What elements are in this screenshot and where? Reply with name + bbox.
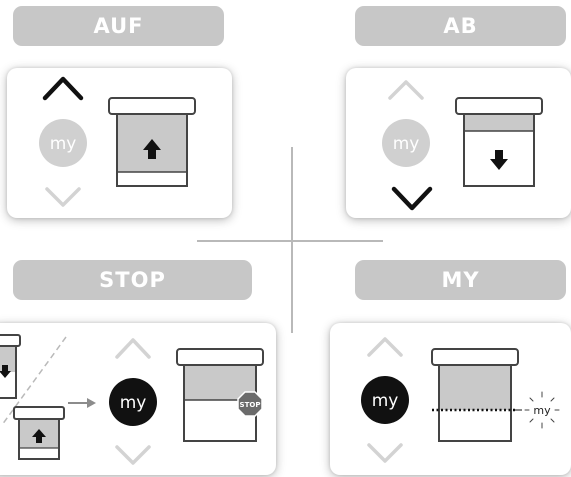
my-position-indicator-icon: my — [524, 391, 560, 429]
my-button[interactable]: my — [382, 119, 430, 167]
panel-title-up-text: AUF — [93, 14, 144, 38]
my-button-label: my — [120, 393, 147, 413]
my-button[interactable]: my — [361, 376, 409, 424]
panel-up-illustration: my — [39, 76, 196, 207]
stop-sign-label: STOP — [240, 401, 261, 409]
blind-window-moving-down-icon — [0, 334, 21, 399]
my-button-label: my — [393, 134, 420, 154]
blind-window-moving-up-icon — [13, 406, 65, 460]
down-arrow-icon[interactable] — [115, 445, 151, 465]
blind-window-icon — [431, 348, 519, 442]
panel-stop: my STOP — [0, 323, 276, 475]
up-arrow-icon[interactable] — [388, 80, 424, 100]
panel-up: my — [7, 68, 232, 218]
panel-title-down: AB — [355, 6, 566, 46]
my-button-label: my — [50, 134, 77, 154]
divider-horizontal — [197, 240, 383, 242]
blind-window-icon — [455, 97, 543, 187]
up-arrow-icon[interactable] — [42, 76, 84, 101]
up-arrow-icon[interactable] — [367, 337, 403, 357]
transition-arrow-icon — [68, 398, 96, 408]
panel-title-my-text: MY — [441, 268, 480, 292]
my-button[interactable]: my — [39, 119, 87, 167]
my-button-label: my — [372, 391, 399, 411]
down-arrow-icon[interactable] — [45, 187, 81, 207]
down-arrow-icon[interactable] — [391, 186, 433, 211]
my-button[interactable]: my — [109, 378, 157, 426]
my-position-label: my — [533, 404, 551, 417]
blind-window-icon — [108, 97, 196, 187]
down-arrow-icon[interactable] — [367, 443, 403, 463]
stop-sign-icon: STOP — [237, 391, 263, 417]
divider-vertical — [291, 147, 293, 333]
panel-title-up: AUF — [13, 6, 224, 46]
panel-my-illustration: my my — [361, 337, 560, 463]
diagonal-separator — [1, 336, 67, 426]
panel-down: my — [346, 68, 571, 218]
panel-down-illustration: my — [382, 80, 543, 211]
panel-title-down-text: AB — [443, 14, 478, 38]
panel-my: my my — [330, 323, 571, 475]
panel-title-stop: STOP — [13, 260, 252, 300]
panel-title-my: MY — [355, 260, 566, 300]
panel-stop-illustration: my STOP — [0, 334, 264, 465]
panel-title-stop-text: STOP — [99, 268, 166, 292]
blind-up-arrow-icon — [143, 139, 161, 159]
up-arrow-icon[interactable] — [115, 338, 151, 359]
blind-down-arrow-icon — [490, 150, 508, 170]
